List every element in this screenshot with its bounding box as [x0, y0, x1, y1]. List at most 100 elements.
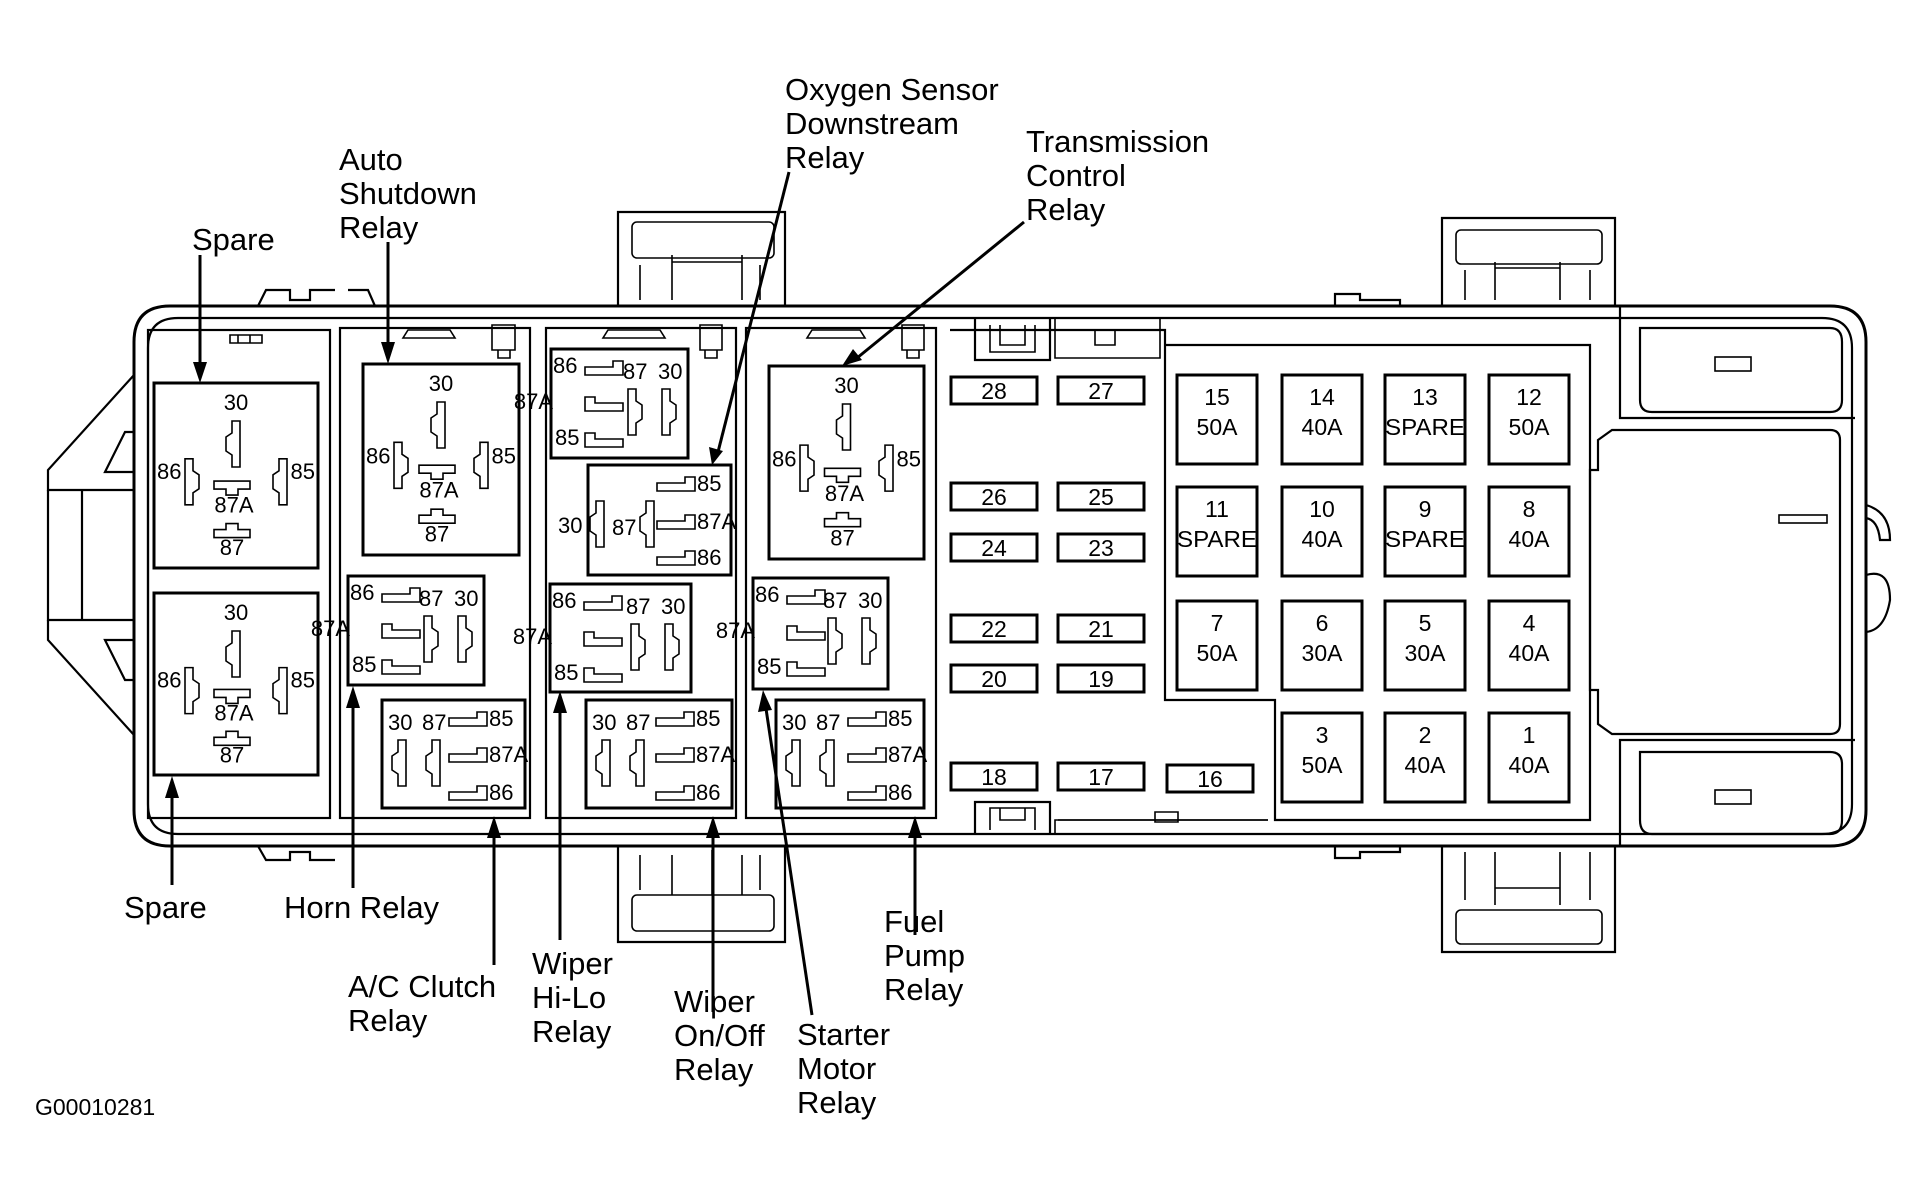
fuse-outline [1280, 711, 1364, 804]
pin-label-87: 87 [816, 710, 840, 735]
fuse-number: 17 [1088, 764, 1114, 790]
pin-label-86: 86 [157, 459, 181, 484]
pin-label-87a: 87A [419, 478, 458, 503]
fuse-rating: 40A [1509, 752, 1551, 778]
terminal-blade-icon [473, 441, 489, 490]
pin-label-87a: 87A [514, 389, 553, 414]
terminal-blade-icon [448, 747, 488, 763]
terminal-blade-icon [584, 432, 624, 448]
pin-label-87: 87 [220, 742, 244, 767]
fuse-rating: SPARE [1385, 414, 1465, 440]
pin-label-85: 85 [352, 652, 376, 677]
mini-fuse-22: 22 [949, 613, 1039, 644]
terminal-blade-icon [423, 615, 439, 663]
terminal-blade-icon [425, 739, 441, 787]
pin-label-87a: 87A [489, 742, 528, 767]
fuse-number: 16 [1197, 766, 1223, 792]
terminal-blade-icon [627, 388, 643, 436]
pin-label-86: 86 [366, 443, 390, 468]
pin-label-87a: 87A [825, 481, 864, 506]
pin-label-87a: 87A [214, 493, 253, 518]
fuse-rating: 40A [1302, 526, 1344, 552]
pin-label-85: 85 [757, 654, 781, 679]
terminal-blade-icon [835, 403, 852, 451]
fuse-outline [1280, 599, 1364, 692]
terminal-blade-icon [786, 661, 826, 677]
fuse-outline [949, 375, 1039, 406]
terminal-blade-icon [861, 617, 877, 665]
terminal-blade-icon [827, 617, 843, 665]
fuse-number: 9 [1419, 496, 1432, 522]
mini-fuse-19: 19 [1056, 663, 1146, 694]
fuse-number: 21 [1088, 616, 1114, 642]
pin-label-86: 86 [553, 353, 577, 378]
terminal-blade-icon [823, 511, 862, 528]
terminal-blade-icon [664, 623, 680, 671]
mini-fuse-20: 20 [949, 663, 1039, 694]
fuse-number: 5 [1419, 610, 1432, 636]
fuse-rating: 50A [1509, 414, 1551, 440]
terminal-blade-icon [391, 739, 407, 787]
terminal-blade-icon [184, 666, 200, 715]
fuse-number: 2 [1419, 722, 1432, 748]
relay-outline [549, 347, 690, 460]
fuse-outline [1056, 375, 1146, 406]
fuse-outline [949, 613, 1039, 644]
terminal-blade-icon [225, 630, 241, 678]
pin-label-86: 86 [697, 545, 721, 570]
mini-fuse-21: 21 [1056, 613, 1146, 644]
pin-label-87: 87 [419, 586, 443, 611]
terminal-blade-icon [878, 444, 894, 492]
terminal-blade-icon [393, 441, 409, 490]
fuse-number: 13 [1412, 384, 1438, 410]
pin-label-30: 30 [858, 588, 882, 613]
callout-spare-bottom: Spare [124, 890, 207, 925]
pin-label-87a: 87A [311, 616, 350, 641]
fuse-rating: SPARE [1385, 526, 1465, 552]
callout-starter-motor-relay: Starter Motor Relay [797, 1017, 899, 1120]
pin-label-86: 86 [489, 780, 513, 805]
fuse-rating: 50A [1197, 640, 1239, 666]
fuse-outline [1175, 485, 1259, 578]
terminal-blade-icon [589, 500, 605, 548]
terminal-blade-icon [448, 785, 488, 801]
pin-label-30: 30 [661, 594, 685, 619]
pin-label-30: 30 [224, 390, 248, 415]
terminal-blade-icon [786, 625, 826, 641]
fuse-rating: 50A [1197, 414, 1239, 440]
fuse-number: 20 [981, 666, 1007, 692]
terminal-blade-icon [656, 550, 696, 566]
terminal-blade-icon [213, 480, 251, 496]
fuse-number: 28 [981, 378, 1007, 404]
fuse-outline [1056, 532, 1146, 563]
fuse-outline [1487, 711, 1571, 804]
mini-fuse-27: 27 [1056, 375, 1146, 406]
fuse-number: 7 [1211, 610, 1224, 636]
pin-label-87: 87 [425, 522, 449, 547]
fuse-outline [1056, 761, 1146, 792]
mini-fuse-23: 23 [1056, 532, 1146, 563]
fuse-outline [949, 481, 1039, 512]
pin-label-30: 30 [429, 371, 453, 396]
terminal-blade-icon [655, 711, 695, 727]
pin-label-85: 85 [888, 706, 912, 731]
terminal-blade-icon [272, 458, 288, 506]
pin-label-85: 85 [697, 471, 721, 496]
terminal-blade-icon [819, 739, 835, 787]
fuse-rating: 40A [1405, 752, 1447, 778]
fuse-number: 18 [981, 764, 1007, 790]
pin-label-85: 85 [897, 446, 921, 471]
terminal-blade-icon [213, 688, 251, 705]
terminal-blade-icon [639, 500, 655, 548]
fuse-outline [1056, 481, 1146, 512]
terminal-blade-icon [381, 587, 421, 603]
